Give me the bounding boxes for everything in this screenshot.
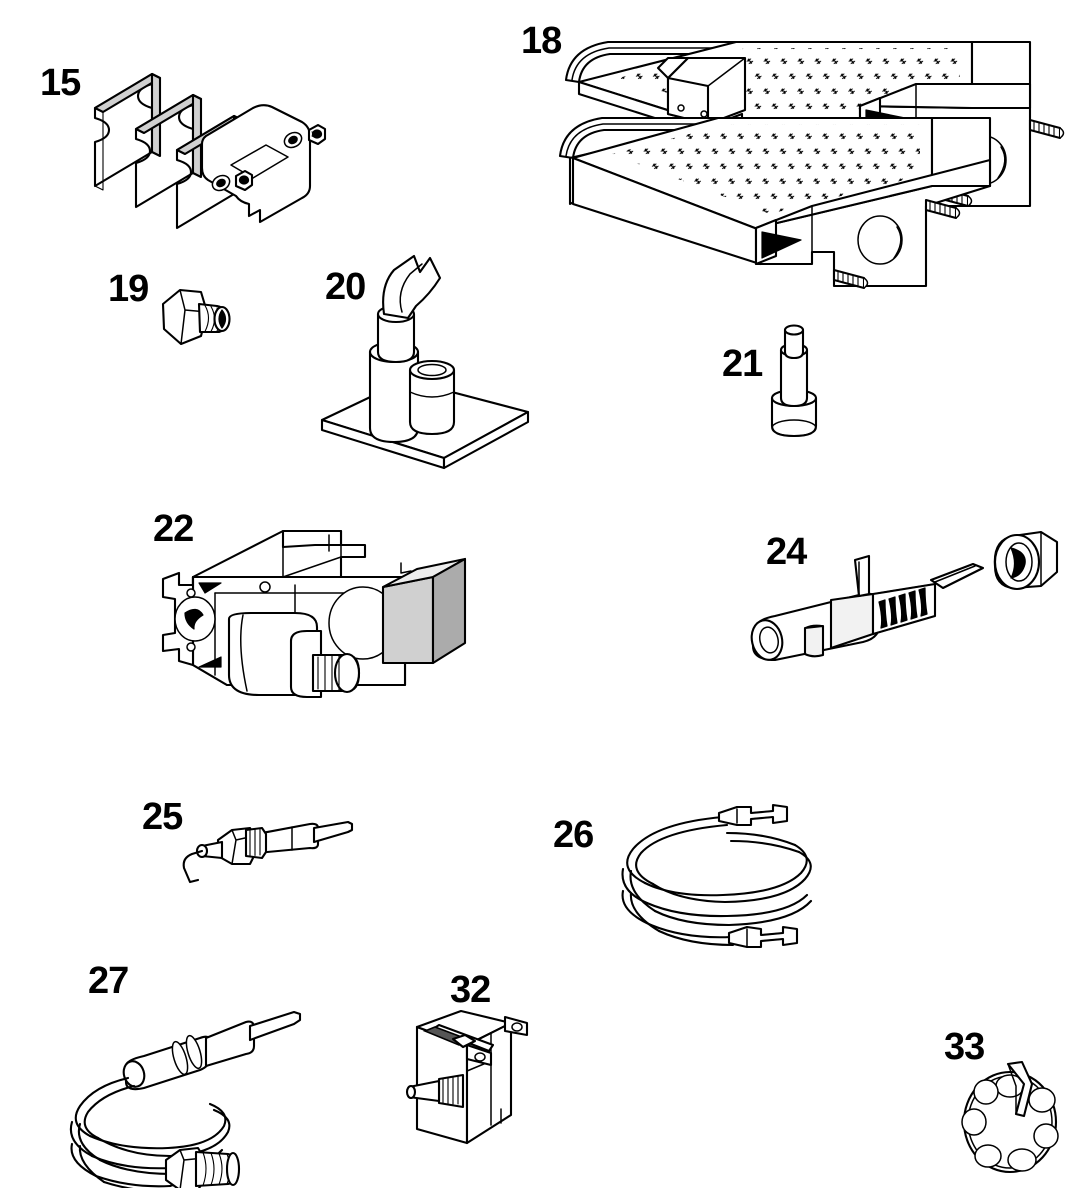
insulation-panel-1: [93, 72, 162, 191]
lever-arm: [422, 1023, 495, 1053]
mounting-ear-rear: [503, 1015, 529, 1037]
part-19-hex-head-bolt: [155, 282, 255, 360]
end-bracket-lower: [754, 158, 992, 288]
sensor-tip: [122, 1010, 302, 1091]
coil-section: [871, 582, 937, 636]
spade-terminal-top: [717, 803, 789, 827]
callout-15: 15: [40, 62, 81, 104]
ground-electrode: [182, 849, 204, 884]
side-tube: [408, 359, 456, 436]
callout-18: 18: [521, 20, 562, 62]
threaded-fastener-u1: [1028, 118, 1065, 140]
part-15-insulation-panel-set-with-burner-mounting-plate: [90, 52, 327, 232]
splined-shaft: [311, 652, 361, 694]
flame-hood: [382, 254, 442, 320]
callout-33: 33: [944, 1026, 985, 1068]
threaded-plunger: [405, 1073, 465, 1109]
inlet-flange: [161, 571, 222, 668]
callout-32: 32: [450, 969, 491, 1011]
callout-20: 20: [325, 266, 366, 308]
callout-21: 21: [722, 343, 763, 385]
hex-nut: [993, 530, 1059, 591]
arrow-mark-upper: [198, 582, 222, 594]
coiled-wire: [621, 815, 813, 947]
callout-22: 22: [153, 508, 194, 550]
threaded-connector: [194, 1150, 241, 1188]
part-25-spark-electrode-igniter: [180, 810, 370, 890]
mounting-ear-front: [465, 1043, 493, 1067]
part-18-twin-perforated-burner-tube-assembly: [558, 28, 1070, 318]
part-33-perforated-round-burner-cap: [958, 1060, 1068, 1178]
part-22-gas-control-valve: [155, 515, 485, 720]
burner-mounting-plate: [200, 104, 312, 224]
part-32-micro-switch-with-threaded-plunger: [405, 1005, 565, 1145]
upper-collar: [376, 304, 416, 364]
part-27-thermocouple-with-coiled-lead: [69, 1000, 320, 1188]
burner-bar-lower: [558, 116, 992, 290]
part-20-pilot-burner-on-bracket: [310, 252, 540, 477]
terminal-blade: [929, 562, 985, 590]
stud-nut-upper: [307, 123, 327, 146]
spade-terminal-bottom: [727, 925, 799, 949]
terminal-block: [381, 557, 467, 665]
part-24-flame-sensor-probe-with-nut: [745, 530, 1065, 670]
barrel: [227, 611, 323, 699]
air-shutter-box: [656, 56, 747, 136]
callout-24: 24: [766, 531, 807, 573]
callout-25: 25: [142, 796, 183, 838]
threaded-nipple: [195, 840, 224, 860]
threaded-shank: [197, 302, 231, 334]
threaded-fastener-l1: [924, 198, 961, 220]
callout-27: 27: [88, 960, 129, 1002]
threaded-fastener-l2: [832, 268, 869, 290]
arrow-mark-lower: [198, 656, 222, 668]
stud-nut-lower: [234, 169, 254, 192]
callout-26: 26: [553, 814, 594, 856]
perforation-ring: [961, 1074, 1059, 1172]
part-21-stepped-burner-orifice: [760, 322, 830, 442]
part-26-coiled-lead-wire-with-spade-terminals: [615, 803, 835, 955]
top-tab: [1006, 1060, 1034, 1118]
hex-body: [216, 826, 268, 866]
blade-tab: [853, 554, 871, 598]
hex-nut-27: [164, 1146, 206, 1188]
callout-19: 19: [108, 268, 149, 310]
tip: [783, 324, 805, 360]
